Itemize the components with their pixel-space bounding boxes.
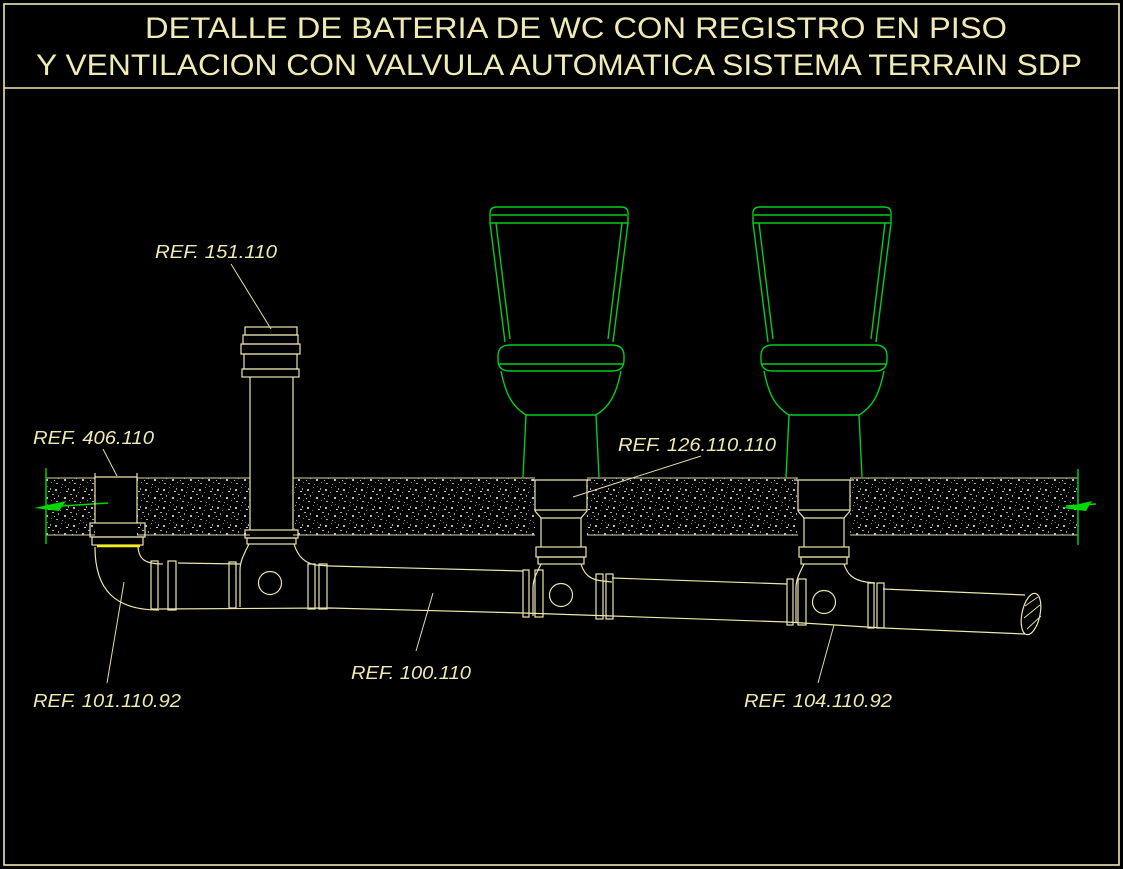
vent-pipe [249, 377, 294, 530]
wc1-connector-tee [522, 479, 614, 620]
toilet-1 [489, 206, 629, 478]
ref-101-text: REF. 101.110.92 [33, 690, 182, 711]
floor-slab [46, 477, 1078, 536]
access-opening-1 [257, 570, 283, 596]
vent-tee [228, 529, 331, 610]
ref-104-text: REF. 104.110.92 [744, 690, 893, 711]
leader-line [415, 592, 434, 652]
leader-line [106, 581, 125, 684]
label-main-pipe-ref: REF. 100.110 [351, 592, 472, 683]
label-vent-valve-ref: REF. 151.110 [155, 241, 278, 330]
ref-151-text: REF. 151.110 [155, 241, 278, 262]
ref-100-text: REF. 100.110 [351, 662, 472, 683]
ref-406-text: REF. 406.110 [33, 427, 155, 448]
access-opening-2 [548, 582, 574, 608]
access-opening-3 [811, 589, 837, 615]
label-elbow-ref: REF. 101.110.92 [33, 581, 182, 711]
wc2-connector-tee [786, 479, 885, 629]
break-mark-left [34, 468, 109, 544]
label-tee-ref: REF. 104.110.92 [744, 624, 893, 711]
drawing-title-line2: Y VENTILACION CON VALVULA AUTOMATICA SIS… [36, 49, 1082, 82]
leader-line [102, 448, 118, 477]
ref-126-text: REF. 126.110.110 [618, 434, 777, 455]
floor-cleanout-stub [89, 473, 146, 548]
leader-line [230, 263, 272, 330]
pipe-open-end [1020, 592, 1042, 636]
label-floor-inlet-ref: REF. 406.110 [33, 427, 155, 477]
main-drain-pipe [158, 562, 1026, 635]
leader-line [572, 455, 702, 498]
label-wc-connector-ref: REF. 126.110.110 [572, 434, 777, 498]
vent-valve [240, 326, 301, 378]
drawing-title-line1: DETALLE DE BATERIA DE WC CON REGISTRO EN… [145, 12, 1007, 45]
elbow-fitting [94, 546, 177, 611]
drawing-border [3, 3, 1120, 866]
break-mark-right [1062, 469, 1097, 545]
leader-line [817, 624, 835, 684]
